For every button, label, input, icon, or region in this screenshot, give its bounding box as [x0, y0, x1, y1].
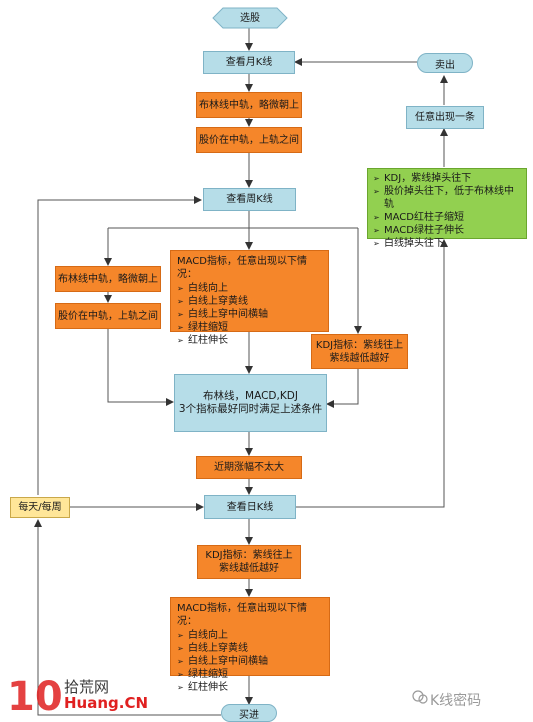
arrow-daily-sellcond: [296, 239, 448, 508]
arrow-wkdj-combo: [326, 369, 359, 408]
sell-conditions-box: KDJ，紫线掉头往下 股价掉头往下，低于布林线中轨 MACD红柱子缩短 MACD…: [367, 168, 527, 250]
daily-macd-box: MACD指标，任意出现以下情况： 白线向上 白线上穿黄线 白线上穿中间横轴 绿柱…: [170, 597, 330, 694]
recent-gain-box: 近期涨幅不太大: [196, 456, 302, 479]
sell-node: 卖出: [417, 53, 473, 73]
start-node: 选股: [240, 12, 260, 24]
start-hexagon: [212, 7, 288, 29]
weekly-k-box: 查看周K线: [203, 188, 296, 211]
list-item: 白线向上: [177, 282, 268, 295]
list-item: 白线向上: [177, 629, 268, 642]
sell-conditions-list: KDJ，紫线掉头往下 股价掉头往下，低于布林线中轨 MACD红柱子缩短 MACD…: [373, 172, 521, 250]
weekly-kdj-box: KDJ指标：紫线往上 紫线越低越好: [311, 334, 408, 369]
watermark-site-name: 拾荒网: [64, 678, 110, 696]
list-item: 红柱伸长: [177, 681, 268, 694]
weekly-cond1-box: 布林线中轨，略微朝上: [55, 266, 161, 292]
list-item: 绿柱缩短: [177, 668, 268, 681]
daily-macd-list: 白线向上 白线上穿黄线 白线上穿中间横轴 绿柱缩短 红柱伸长: [177, 629, 268, 694]
site-logo-icon: 10: [7, 674, 63, 716]
list-item: 白线上穿黄线: [177, 295, 268, 308]
list-item: 股价掉头往下，低于布林线中轨: [373, 185, 521, 211]
daily-macd-heading: MACD指标，任意出现以下情况：: [177, 603, 307, 627]
list-item: 白线上穿中间横轴: [177, 655, 268, 668]
monthly-k-box: 查看月K线: [203, 51, 295, 74]
monthly-cond1-box: 布林线中轨，略微朝上: [196, 92, 302, 118]
list-item: 白线上穿黄线: [177, 642, 268, 655]
frequency-box: 每天/每周: [10, 497, 70, 518]
list-item: 白线掉头往下: [373, 237, 521, 250]
weekly-macd-heading: MACD指标，任意出现以下情况：: [177, 256, 307, 280]
buy-node: 买进: [221, 704, 277, 722]
svg-text:10: 10: [7, 674, 63, 716]
weekly-macd-list: 白线向上 白线上穿黄线 白线上穿中间横轴 绿柱缩短 红柱伸长: [177, 282, 268, 347]
list-item: MACD红柱子缩短: [373, 211, 521, 224]
daily-k-box: 查看日K线: [204, 495, 296, 519]
arrow-buy-freq: [34, 519, 221, 716]
weekly-macd-box: MACD指标，任意出现以下情况： 白线向上 白线上穿黄线 白线上穿中间横轴 绿柱…: [170, 250, 329, 347]
arrow-freq-weekly: [37, 196, 202, 495]
watermark-wechat-name: K线密码: [430, 693, 482, 709]
monthly-cond2-box: 股价在中轨，上轨之间: [196, 127, 302, 153]
wechat-icon: [412, 690, 428, 704]
list-item: 白线上穿中间横轴: [177, 308, 268, 321]
watermark-site-url: Huang.CN: [64, 694, 149, 712]
list-item: MACD绿柱子伸长: [373, 224, 521, 237]
combo-box: 布林线，MACD,KDJ 3个指标最好同时满足上述条件: [174, 374, 327, 432]
list-item: KDJ，紫线掉头往下: [373, 172, 521, 185]
arrow-wcond2-combo: [107, 329, 174, 406]
list-item: 绿柱缩短: [177, 321, 268, 334]
any-one-box: 任意出现一条: [406, 106, 484, 129]
list-item: 红柱伸长: [177, 334, 268, 347]
daily-kdj-box: KDJ指标：紫线往上 紫线越低越好: [197, 545, 301, 579]
weekly-cond2-box: 股价在中轨，上轨之间: [55, 303, 161, 329]
